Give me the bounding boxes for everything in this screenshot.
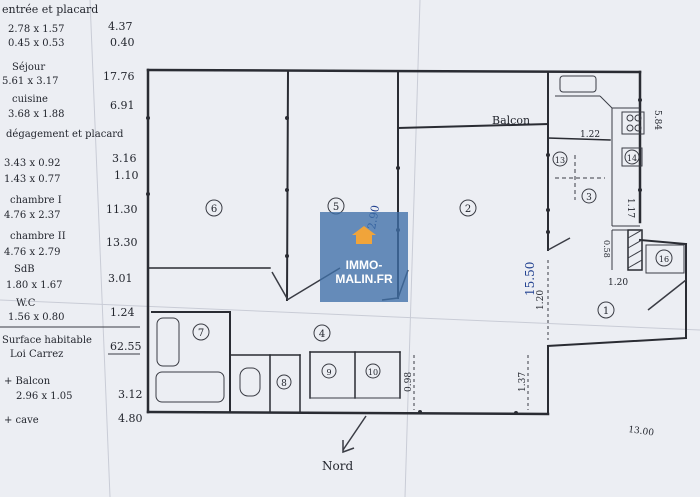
legend-6-name: chambre II (10, 231, 66, 242)
room-1-number: 1 (603, 306, 609, 317)
legend-1-area-a: 4.37 (108, 20, 133, 33)
dim-122: 1.22 (580, 130, 600, 140)
room-4-number: 4 (319, 329, 325, 340)
habitable-sub: Loi Carrez (10, 349, 63, 360)
legend-2-dim: 5.61 x 3.17 (2, 76, 59, 87)
watermark-line2: MALIN.FR (335, 272, 393, 286)
legend-4-dim-a: 3.43 x 0.92 (4, 158, 61, 169)
plan-walls (146, 68, 688, 416)
watermark-logo: IMMO- MALIN.FR (320, 212, 408, 302)
legend-2-name: Séjour (12, 62, 45, 73)
dim-290: 1.20 (536, 290, 546, 310)
legend-1-dim-b: 0.45 x 0.53 (8, 38, 65, 49)
room-3-number: 3 (586, 193, 592, 203)
legend-4-name: dégagement et placard (6, 129, 124, 140)
dim-098: 0.98 (404, 372, 414, 392)
legend-3-name: cuisine (12, 94, 48, 105)
legend-4-area-b: 1.10 (114, 169, 139, 182)
legend-7-dim: 1.80 x 1.67 (6, 280, 63, 291)
legend-5-area: 11.30 (106, 203, 138, 216)
room-9-number: 9 (326, 368, 331, 377)
balcon-total-value: 3.12 (118, 388, 143, 401)
legend-1-area-b: 0.40 (110, 36, 135, 49)
legend-3-dim: 3.68 x 1.88 (8, 109, 65, 120)
cave-label: + cave (4, 415, 39, 426)
habitable-label: Surface habitable (2, 335, 92, 346)
legend-6-dim: 4.76 x 2.79 (4, 247, 61, 258)
room-2-number: 2 (465, 204, 471, 215)
dim-120: 1.20 (608, 278, 628, 288)
room-16-number: 16 (659, 255, 669, 264)
legend-3-area: 6.91 (110, 99, 135, 112)
legend-1-name: entrée et placard (2, 3, 98, 16)
legend-8-name: W.C (16, 298, 36, 309)
dim-1300: 13.00 (628, 425, 655, 439)
north-label: Nord (322, 459, 353, 473)
legend-7-area: 3.01 (108, 272, 133, 285)
legend-5-dim: 4.76 x 2.37 (4, 210, 61, 221)
room-5-number: 5 (333, 202, 339, 213)
room-13-number: 13 (555, 156, 565, 165)
room-6-number: 6 (211, 204, 217, 215)
legend-6-area: 13.30 (106, 236, 138, 249)
room-7-number: 7 (198, 328, 204, 339)
legend-7-name: SdB (14, 264, 35, 275)
habitable-value: 62.55 (110, 340, 142, 353)
dim-117: 1.17 (625, 198, 635, 218)
legend-2-area: 17.76 (103, 70, 135, 83)
legend-1-dim-a: 2.78 x 1.57 (8, 24, 65, 35)
balcon-total-dims: 2.96 x 1.05 (16, 391, 73, 402)
balcon-label: Balcon (492, 114, 530, 127)
watermark-house-icon (352, 226, 376, 244)
dim-137: 1.37 (518, 372, 528, 392)
legend-8-dim: 1.56 x 0.80 (8, 312, 65, 323)
watermark-line1: IMMO- (345, 258, 383, 272)
dim-058: 0.58 (602, 240, 611, 258)
dim-584: 5.84 (652, 110, 662, 130)
legend-5-name: chambre I (10, 195, 62, 206)
legend-8-area: 1.24 (110, 306, 135, 319)
balcon-total-label: + Balcon (4, 376, 51, 387)
room-14-number: 14 (627, 154, 637, 163)
cave-value: 4.80 (118, 412, 143, 425)
room-numbers: 6 5 2 3 1 4 7 8 9 10 13 14 16 (192, 149, 673, 390)
blue-dim-1550: 15.50 (523, 262, 537, 296)
room-10-number: 10 (368, 368, 378, 377)
legend-4-dim-b: 1.43 x 0.77 (4, 174, 61, 185)
legend: entrée et placard 2.78 x 1.57 4.37 0.45 … (0, 3, 143, 426)
room-8-number: 8 (281, 379, 287, 389)
legend-4-area-a: 3.16 (112, 152, 137, 165)
